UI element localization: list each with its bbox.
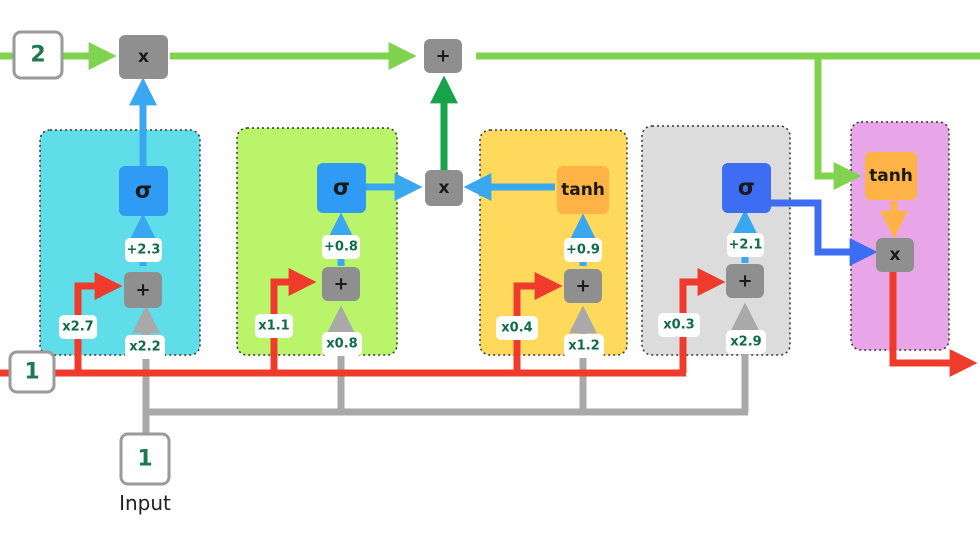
svg-text:x0.8: x0.8 <box>326 337 357 352</box>
input-percent-input-weight-label: x0.8 <box>322 332 362 356</box>
long-term-memory-box: 2 <box>12 30 64 80</box>
svg-text:+: + <box>435 46 450 67</box>
input-percent-add-node: + <box>322 267 360 301</box>
gate-flows <box>129 77 908 266</box>
output-sigmoid-node: σ <box>722 163 771 213</box>
input-value-box: 1 <box>119 432 171 486</box>
candidate-multiply-node: x <box>425 170 463 206</box>
svg-text:x2.9: x2.9 <box>730 335 761 350</box>
svg-text:+2.3: +2.3 <box>127 243 161 258</box>
svg-text:+: + <box>575 276 590 297</box>
svg-text:+0.8: +0.8 <box>324 240 358 255</box>
svg-text:2: 2 <box>30 43 45 68</box>
input-percent-sigmoid-node: σ <box>317 163 366 213</box>
svg-text:x0.4: x0.4 <box>501 321 532 336</box>
output-short-weight-label: x0.3 <box>658 313 700 337</box>
svg-text:1: 1 <box>137 447 152 472</box>
svg-text:x1.1: x1.1 <box>258 319 289 334</box>
input-candidate-short-weight-label: x0.4 <box>496 316 538 340</box>
svg-text:+0.9: +0.9 <box>566 243 600 258</box>
svg-text:x2.7: x2.7 <box>62 320 93 335</box>
forget-add-node: + <box>124 272 162 308</box>
svg-text:+2.1: +2.1 <box>729 238 763 253</box>
input-caption: Input <box>119 491 171 515</box>
svg-text:x: x <box>138 47 149 67</box>
svg-text:x: x <box>890 245 901 265</box>
svg-text:x2.2: x2.2 <box>129 340 160 355</box>
input-percent-short-weight-label: x1.1 <box>255 314 293 338</box>
short-term-lines <box>0 268 978 377</box>
forget-short-weight-label: x2.7 <box>59 315 97 339</box>
svg-text:+: + <box>135 280 150 301</box>
forget-input-weight-label: x2.2 <box>125 335 165 359</box>
output-tanh-node: tanh <box>865 152 917 200</box>
output-input-weight-label: x2.9 <box>726 330 766 354</box>
input-candidate-bias-label: +0.9 <box>564 238 602 262</box>
long-term-add-node: + <box>424 39 462 73</box>
svg-text:σ: σ <box>333 176 350 201</box>
svg-text:+: + <box>333 274 348 295</box>
forget-sigmoid-node: σ <box>119 166 168 216</box>
svg-text:+: + <box>737 271 752 292</box>
input-candidate-tanh-node: tanh <box>557 166 609 214</box>
svg-text:σ: σ <box>738 176 755 201</box>
svg-text:x0.3: x0.3 <box>663 318 694 333</box>
svg-text:x: x <box>439 178 450 198</box>
output-bias-label: +2.1 <box>727 233 764 257</box>
svg-text:1: 1 <box>24 360 39 385</box>
forget-bias-label: +2.3 <box>125 238 162 262</box>
forget-multiply-node: x <box>119 35 168 79</box>
input-percent-bias-label: +0.8 <box>322 235 360 259</box>
output-multiply-node: x <box>876 238 914 272</box>
short-term-memory-box: 1 <box>8 350 56 394</box>
svg-text:σ: σ <box>135 179 152 204</box>
svg-text:tanh: tanh <box>561 180 605 200</box>
output-add-node: + <box>726 264 764 298</box>
svg-text:tanh: tanh <box>869 166 913 186</box>
long-term-lines <box>0 42 980 190</box>
input-candidate-input-weight-label: x1.2 <box>564 334 604 358</box>
svg-text:x1.2: x1.2 <box>568 339 599 354</box>
input-candidate-add-node: + <box>564 269 602 303</box>
